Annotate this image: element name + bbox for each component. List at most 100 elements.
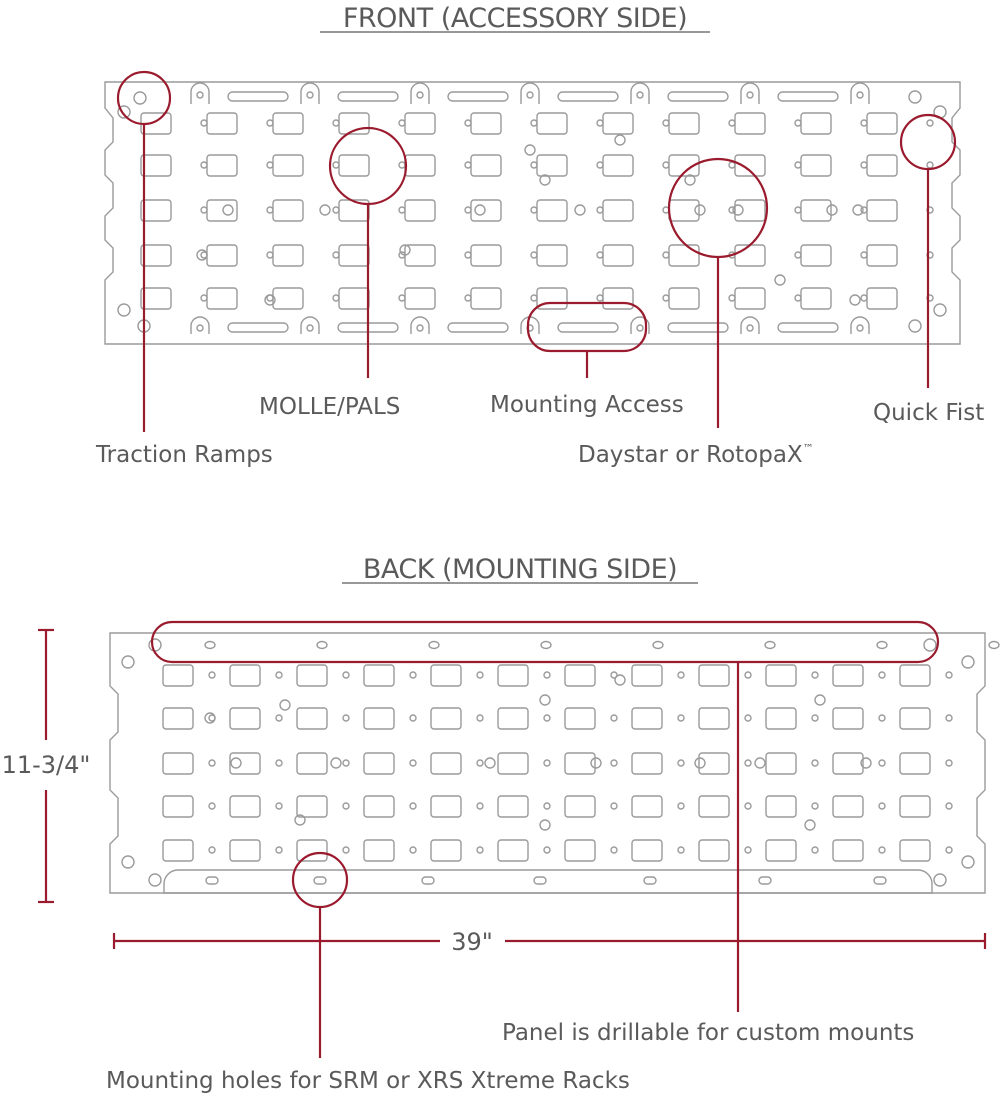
small-hole: [208, 759, 216, 767]
molle-slot: [564, 795, 596, 818]
small-hole: [476, 759, 484, 767]
top-slot: [667, 91, 729, 102]
molle-slot: [564, 707, 596, 730]
tab-notch: [300, 82, 320, 104]
small-hole: [208, 846, 216, 854]
round-hole: [539, 174, 551, 186]
round-hole: [196, 249, 208, 261]
molle-slot: [698, 752, 730, 775]
molle-slot: [765, 752, 797, 775]
small-hole: [728, 119, 736, 127]
round-hole: [814, 694, 826, 706]
molle-slot: [162, 795, 194, 818]
small-hole: [409, 759, 417, 767]
small-hole: [728, 294, 736, 302]
molle-pals-label: MOLLE/PALS: [259, 394, 400, 420]
small-hole: [543, 802, 551, 810]
small-hole: [794, 119, 802, 127]
small-hole: [878, 671, 886, 679]
round-hole: [279, 699, 291, 711]
molle-slot: [631, 707, 663, 730]
molle-slot: [338, 154, 370, 177]
small-hole: [610, 759, 618, 767]
small-hole: [275, 846, 283, 854]
molle-slot: [497, 752, 529, 775]
back-panel-outline: [109, 632, 986, 894]
round-hole: [614, 134, 626, 146]
tab-hole: [746, 91, 754, 99]
small-hole: [200, 161, 208, 169]
width-label: 39": [451, 928, 493, 956]
molle-slot: [536, 244, 568, 267]
small-hole: [728, 161, 736, 169]
bottom-slot: [667, 322, 729, 333]
mounting-holes-label: Mounting holes for SRM or XRS Xtreme Rac…: [106, 1068, 630, 1094]
round-hole: [694, 757, 706, 769]
rail-hole: [764, 640, 776, 650]
small-hole: [744, 671, 752, 679]
molle-slot: [631, 795, 663, 818]
corner-hole: [933, 303, 947, 317]
small-hole: [200, 119, 208, 127]
molle-slot: [698, 839, 730, 862]
molle-slot: [734, 112, 766, 135]
molle-slot: [800, 199, 832, 222]
bottom-slot: [227, 322, 289, 333]
back-molle-grid: [121, 638, 1000, 887]
molle-slot: [602, 154, 634, 177]
small-hole: [677, 846, 685, 854]
tab-notch: [850, 316, 870, 334]
small-hole: [610, 846, 618, 854]
small-hole: [677, 671, 685, 679]
molle-slot: [832, 664, 864, 687]
rail-hole: [428, 640, 440, 650]
corner-hole: [961, 655, 975, 669]
front-panel: [104, 81, 961, 345]
small-hole: [530, 206, 538, 214]
molle-slot: [338, 112, 370, 135]
round-hole: [774, 274, 786, 286]
molle-slot: [229, 664, 261, 687]
molle-slot: [698, 795, 730, 818]
small-hole: [945, 802, 953, 810]
rail-hole: [204, 640, 216, 650]
corner-hole: [908, 90, 922, 104]
corner-hole: [908, 319, 922, 333]
molle-slot: [206, 112, 238, 135]
molle-slot: [899, 752, 931, 775]
round-hole: [264, 294, 276, 306]
bottom-slot: [777, 322, 839, 333]
molle-slot: [564, 752, 596, 775]
round-hole: [754, 757, 766, 769]
molle-slot: [668, 112, 700, 135]
molle-slot: [899, 664, 931, 687]
small-hole: [878, 802, 886, 810]
small-hole: [530, 161, 538, 169]
molle-slot: [602, 199, 634, 222]
corner-hole: [121, 855, 135, 869]
height-label: 11-3/4": [2, 751, 91, 779]
molle-slot: [698, 664, 730, 687]
molle-slot: [536, 154, 568, 177]
tab-hole: [416, 91, 424, 99]
molle-slot: [363, 752, 395, 775]
molle-slot: [899, 707, 931, 730]
small-hole: [610, 714, 618, 722]
small-hole: [266, 206, 274, 214]
molle-slot: [140, 154, 172, 177]
small-hole: [464, 294, 472, 302]
small-hole: [530, 119, 538, 127]
top-slot: [447, 91, 509, 102]
small-hole: [332, 161, 340, 169]
small-hole: [662, 119, 670, 127]
small-hole: [200, 206, 208, 214]
bottom-slot: [557, 322, 619, 333]
small-hole: [662, 161, 670, 169]
corner-hole: [121, 655, 135, 669]
bottom-mount-hole: [873, 876, 887, 885]
round-hole: [399, 244, 411, 256]
molle-slot: [536, 287, 568, 310]
molle-slot: [602, 287, 634, 310]
small-hole: [398, 161, 406, 169]
